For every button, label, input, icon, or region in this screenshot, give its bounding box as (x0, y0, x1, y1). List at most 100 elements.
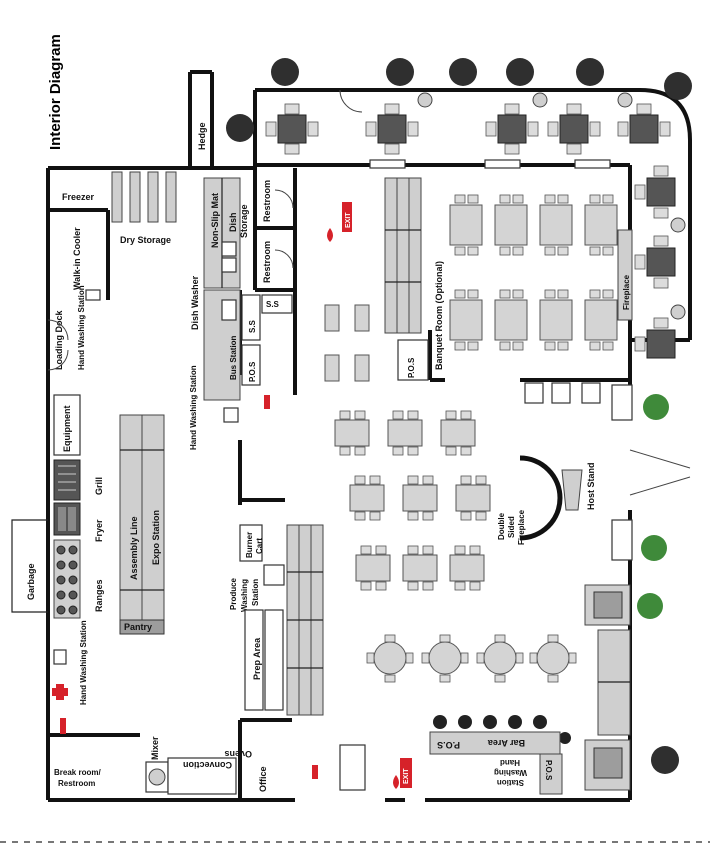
fryer-icon (53, 502, 81, 536)
banquet-table (494, 289, 528, 351)
dining-table (402, 475, 438, 521)
mixer-label: Mixer (150, 736, 160, 760)
kitchen-area: Freezer Dry Storage Walk-in Cooler Loadi… (47, 171, 252, 795)
hand-washing-station-label: Hand Washing Station (77, 285, 86, 370)
prep-table (264, 609, 284, 711)
tree-icon (576, 58, 604, 86)
equipment-label: Equipment (62, 405, 72, 452)
planter-icon (617, 92, 633, 108)
banquet-table (584, 289, 618, 351)
banquet-room-label: Banquet Room (Optional) (434, 261, 444, 370)
restroom-label: Restroom (262, 241, 272, 283)
dining-table (349, 475, 385, 521)
garbage-label: Garbage (26, 563, 36, 600)
bus-station-label: Bus Station (229, 335, 238, 380)
dining-table (440, 410, 476, 456)
banquet-table (584, 194, 618, 256)
grill-icon (53, 459, 81, 501)
svg-text:Non-Slip Mat: Non-Slip Mat (210, 193, 220, 248)
main-dining: Double Sided Fireplace Host Stand (324, 304, 691, 683)
equipment-box (53, 394, 81, 456)
pos-terminal (241, 344, 261, 386)
fireplace-label: Fireplace (622, 274, 631, 310)
svg-text:Produce: Produce (229, 577, 238, 610)
round-table (476, 634, 524, 683)
patio-table (485, 103, 539, 155)
pos-label: P.O.S (407, 357, 416, 378)
pos-label: P.O.S (248, 361, 257, 382)
hand-sink-icon (263, 564, 285, 586)
round-table (366, 634, 414, 683)
patio-table (634, 165, 676, 219)
host-stand-label: Host Stand (586, 462, 596, 510)
bar-area: Bar Area P.O.S P.O.S Hand Washing Statio… (339, 715, 571, 795)
break-room-label: Break room/ (54, 768, 101, 777)
dry-storage-rack (165, 171, 177, 223)
svg-text:Fireplace: Fireplace (517, 509, 526, 545)
patio-table (634, 235, 676, 289)
fireplace (617, 229, 633, 321)
ranges-label: Ranges (94, 579, 104, 612)
prep-area: Burner Cart Produce Washing Station Prep… (229, 524, 285, 711)
dish-washer-label: Dish Washer (190, 275, 200, 330)
round-table (529, 634, 577, 683)
svg-text:Washing: Washing (494, 768, 527, 777)
exit-sign-icon (400, 758, 412, 788)
bar-area-label: Bar Area (487, 738, 525, 748)
banquet-table (539, 194, 573, 256)
plant-icon (641, 535, 667, 561)
svg-text:Station: Station (251, 579, 260, 606)
pos-terminal (397, 339, 429, 381)
exit-sign-icon (342, 202, 352, 232)
svg-text:Restroom: Restroom (58, 779, 95, 788)
pantry (119, 619, 165, 635)
booth-row (286, 524, 324, 716)
dining-table (355, 545, 391, 591)
banquet-room: Banquet Room (Optional) P.O.S Fireplace (384, 177, 633, 381)
loading-dock-label: Loading Dock (54, 310, 64, 370)
ss-counter (241, 294, 261, 341)
banquet-table (449, 194, 483, 256)
bar-counter (429, 731, 561, 755)
assembly-line-label: Assembly Line (129, 516, 139, 580)
tree-icon (506, 58, 534, 86)
ss-label: S.S (266, 300, 280, 309)
dining-table (334, 410, 370, 456)
hand-sink-icon (85, 289, 101, 301)
tree-icon (651, 746, 679, 774)
svg-text:Dish: Dish (228, 212, 238, 232)
tree-icon (386, 58, 414, 86)
convection-ovens-box (167, 757, 237, 795)
dish-storage-label: Storage (239, 204, 249, 238)
hand-washing-station-label: Hand Washing Station (189, 365, 198, 450)
hand-washing-station-label: Hand Washing Station (79, 620, 88, 705)
svg-text:Sided: Sided (507, 516, 516, 538)
fryer-label: Fryer (94, 519, 104, 542)
pos-label: P.O.S (437, 740, 460, 750)
planter-icon (670, 304, 686, 320)
hand-sink-icon (223, 407, 239, 423)
dining-table (455, 475, 491, 521)
fire-icon (393, 775, 399, 789)
tree-icon (271, 58, 299, 86)
fire-extinguisher-icon (264, 395, 270, 409)
hand-sink-icon (53, 649, 67, 665)
ss-counter (261, 294, 293, 314)
prep-area-label: Prep Area (252, 637, 262, 680)
ss-label: S.S (248, 319, 257, 333)
restroom-label: Restroom (262, 180, 272, 222)
freezer-label: Freezer (62, 192, 95, 202)
office-label: Office (258, 766, 268, 792)
diagram-title: Interior Diagram (47, 34, 64, 150)
grill-label: Grill (94, 477, 104, 495)
exit-signs: EXIT EXIT (52, 202, 412, 789)
right-booths (584, 584, 663, 791)
patio-table (365, 103, 419, 155)
planter-icon (670, 217, 686, 233)
dish-area: Non-Slip Mat Dish Storage Dish Washer Bu… (189, 177, 293, 450)
patio-table (634, 317, 676, 359)
planter-icon (532, 92, 548, 108)
tree-icon (664, 72, 692, 100)
burner-cart (239, 524, 263, 562)
